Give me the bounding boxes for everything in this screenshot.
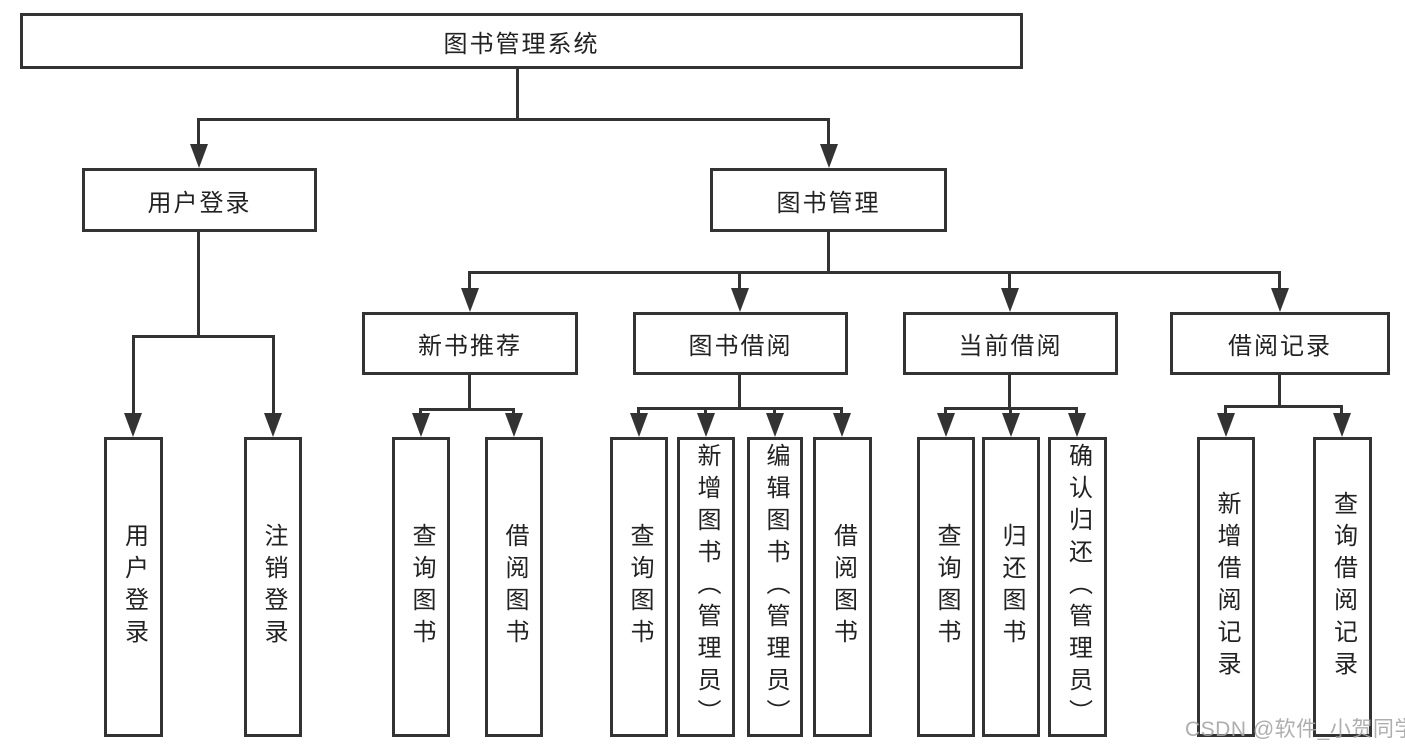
arrowhead-down-icon <box>1217 413 1235 437</box>
arrowhead-down-icon <box>1001 288 1019 312</box>
connector-line <box>738 271 741 288</box>
arrowhead-down-icon <box>412 413 430 437</box>
node-label: 新书推荐 <box>418 333 522 360</box>
connector-line <box>944 407 947 415</box>
connector-line <box>840 407 843 415</box>
node-leaf-add-books-admin: 新增图书（管理员） <box>677 437 735 737</box>
connector-line <box>1278 375 1281 405</box>
node-leaf-borrow-books-2: 借阅图书 <box>813 437 872 737</box>
node-label: 借阅图书 <box>829 523 857 651</box>
node-label: 新增图书（管理员） <box>693 443 720 731</box>
arrowhead-down-icon <box>124 413 142 437</box>
node-leaf-query-books-1: 查询图书 <box>392 437 450 737</box>
connector-line <box>197 232 200 335</box>
connector-line <box>132 335 135 413</box>
connector-line <box>516 69 519 120</box>
connector-line <box>419 408 515 411</box>
connector-line <box>272 335 275 413</box>
arrowhead-down-icon <box>1271 288 1289 312</box>
connector-line <box>512 408 515 415</box>
arrowhead-down-icon <box>937 413 955 437</box>
node-label: 用户登录 <box>147 189 252 217</box>
connector-line <box>468 271 471 288</box>
node-label: 图书借阅 <box>688 333 793 360</box>
connector-line <box>827 118 830 144</box>
node-leaf-edit-books-admin: 编辑图书（管理员） <box>747 437 803 737</box>
arrowhead-down-icon <box>190 144 208 168</box>
node-book-borrowing: 图书借阅 <box>633 312 848 375</box>
node-user-login: 用户登录 <box>82 168 317 232</box>
node-label: 借阅记录 <box>1228 333 1332 360</box>
connector-line <box>197 118 830 121</box>
node-borrow-records: 借阅记录 <box>1170 312 1390 375</box>
arrowhead-down-icon <box>766 413 784 437</box>
connector-line <box>773 407 776 415</box>
connector-line <box>419 408 422 415</box>
connector-line <box>738 375 741 407</box>
node-leaf-add-borrow-record: 新增借阅记录 <box>1197 437 1255 737</box>
arrowhead-down-icon <box>697 413 715 437</box>
node-leaf-return-books: 归还图书 <box>982 437 1040 737</box>
node-label: 归还图书 <box>998 523 1025 651</box>
node-label: 当前借阅 <box>958 333 1063 360</box>
arrowhead-down-icon <box>833 413 851 437</box>
arrowhead-down-icon <box>1333 413 1351 437</box>
node-label: 查询借阅记录 <box>1329 491 1357 683</box>
node-current-borrowing: 当前借阅 <box>903 312 1118 375</box>
node-label: 图书管理系统 <box>443 30 600 58</box>
node-library-management-system: 图书管理系统 <box>20 13 1023 69</box>
connector-line <box>704 407 707 415</box>
arrowhead-down-icon <box>1002 413 1020 437</box>
node-book-management: 图书管理 <box>710 168 947 232</box>
connector-line <box>827 232 830 271</box>
connector-line <box>1340 405 1343 415</box>
node-leaf-query-borrow-record: 查询借阅记录 <box>1313 437 1372 737</box>
node-label: 确认归还（管理员） <box>1064 443 1092 731</box>
connector-line <box>1224 405 1343 408</box>
arrowhead-down-icon <box>731 288 749 312</box>
arrowhead-down-icon <box>264 413 282 437</box>
connector-line <box>1008 375 1011 407</box>
node-leaf-query-books-2: 查询图书 <box>610 437 668 737</box>
arrowhead-down-icon <box>820 144 838 168</box>
node-label: 用户登录 <box>120 523 148 651</box>
connector-line <box>1278 271 1281 288</box>
node-label: 查询图书 <box>408 523 435 651</box>
arrowhead-down-icon <box>630 413 648 437</box>
connector-line <box>197 118 200 144</box>
node-label: 新增借阅记录 <box>1213 491 1240 683</box>
node-label: 借阅图书 <box>501 523 528 651</box>
connector-line <box>1009 407 1012 415</box>
connector-line <box>468 375 471 408</box>
node-label: 查询图书 <box>626 523 653 651</box>
arrowhead-down-icon <box>505 413 523 437</box>
node-label: 注销登录 <box>260 523 287 651</box>
node-leaf-confirm-return-admin: 确认归还（管理员） <box>1048 437 1107 737</box>
node-leaf-borrow-books-1: 借阅图书 <box>485 437 543 737</box>
connector-line <box>132 335 275 338</box>
node-leaf-user-login: 用户登录 <box>104 437 163 737</box>
connector-line <box>468 271 1281 274</box>
csdn-watermark: CSDN @软件_小贺同学 <box>1185 718 1405 741</box>
node-new-book-recommend: 新书推荐 <box>362 312 578 375</box>
node-leaf-query-books-3: 查询图书 <box>917 437 975 737</box>
node-label: 图书管理 <box>776 189 881 217</box>
node-leaf-logout: 注销登录 <box>244 437 302 737</box>
node-label: 查询图书 <box>933 523 960 651</box>
node-label: 编辑图书（管理员） <box>762 443 789 731</box>
connector-line <box>1224 405 1227 415</box>
connector-line <box>1008 271 1011 288</box>
connector-line <box>637 407 843 410</box>
arrowhead-down-icon <box>461 288 479 312</box>
arrowhead-down-icon <box>1068 413 1086 437</box>
connector-line <box>1075 407 1078 415</box>
connector-line <box>637 407 640 415</box>
